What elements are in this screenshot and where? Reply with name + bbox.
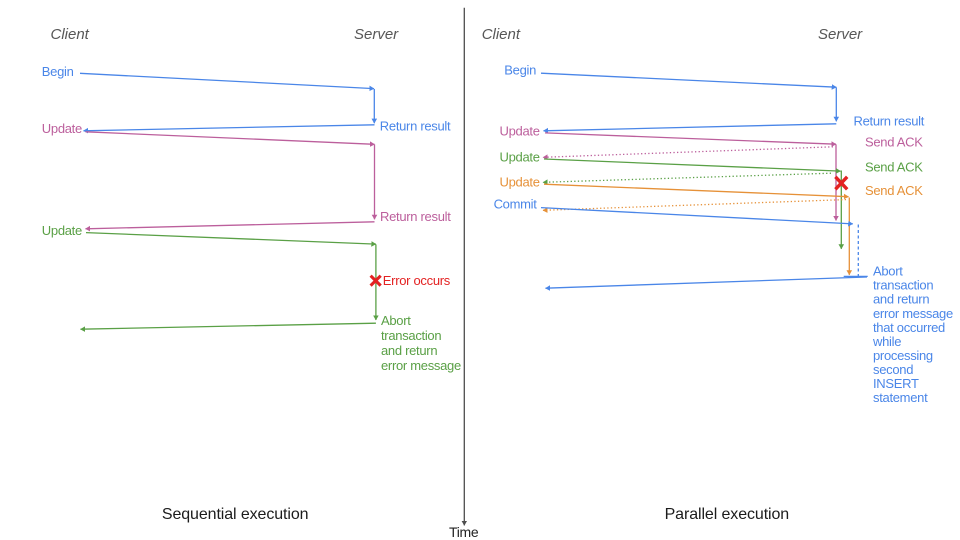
svg-text:and return: and return (381, 343, 437, 358)
svg-text:Commit: Commit (494, 196, 538, 211)
svg-text:Update: Update (500, 123, 540, 138)
svg-text:Server: Server (818, 26, 863, 43)
svg-text:Time: Time (449, 524, 479, 540)
svg-text:Send ACK: Send ACK (865, 134, 923, 149)
svg-text:Update: Update (42, 121, 82, 136)
svg-text:Error occurs: Error occurs (383, 273, 451, 288)
svg-text:Server: Server (354, 26, 399, 43)
svg-text:Client: Client (51, 26, 90, 43)
svg-text:Update: Update (500, 174, 540, 189)
svg-text:Send ACK: Send ACK (865, 183, 923, 198)
svg-text:Parallel execution: Parallel execution (665, 506, 790, 523)
svg-text:processing: processing (873, 348, 933, 363)
svg-text:Sequential execution: Sequential execution (162, 506, 309, 523)
svg-text:error message: error message (873, 306, 953, 321)
svg-text:INSERT: INSERT (873, 376, 919, 391)
svg-text:Return result: Return result (854, 114, 925, 129)
svg-text:Return result: Return result (380, 209, 451, 224)
svg-text:Abort: Abort (873, 264, 903, 279)
svg-text:Update: Update (42, 223, 82, 238)
svg-text:Update: Update (500, 149, 540, 164)
svg-text:that occurred: that occurred (873, 320, 945, 335)
svg-text:Return result: Return result (380, 118, 451, 133)
svg-text:Abort: Abort (381, 313, 411, 328)
svg-text:Client: Client (482, 26, 521, 43)
svg-text:while: while (872, 334, 901, 349)
svg-text:statement: statement (873, 390, 928, 405)
svg-text:second: second (873, 362, 913, 377)
svg-text:and return: and return (873, 292, 929, 307)
svg-text:transaction: transaction (873, 278, 933, 293)
svg-text:transaction: transaction (381, 328, 441, 343)
svg-text:Begin: Begin (504, 62, 536, 77)
svg-text:Begin: Begin (42, 64, 74, 79)
svg-text:Send ACK: Send ACK (865, 159, 923, 174)
svg-text:error message: error message (381, 358, 461, 373)
